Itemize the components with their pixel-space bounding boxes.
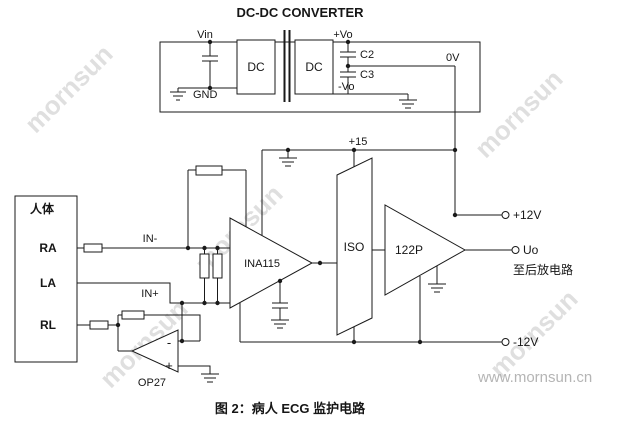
dc-module-1 bbox=[236, 39, 276, 95]
neg-vo-label: -Vo bbox=[338, 81, 355, 93]
patient-body-label: 人体 bbox=[30, 201, 55, 216]
terminal-minus12v bbox=[501, 338, 510, 346]
input-capacitor-icon bbox=[202, 42, 218, 88]
watermark-url: www.mornsun.cn bbox=[477, 369, 592, 386]
op27-label: OP27 bbox=[138, 377, 166, 389]
terminal-plus12v bbox=[501, 211, 510, 219]
lead-wires bbox=[77, 247, 230, 326]
pos-vo-label: +Vo bbox=[333, 29, 352, 41]
supply-rails: +15 bbox=[261, 66, 502, 236]
watermark-text: mornsun bbox=[19, 39, 119, 139]
neg-supply-wires bbox=[239, 276, 502, 343]
iso-label: ISO bbox=[344, 240, 365, 254]
junction-dots bbox=[115, 39, 458, 345]
op27-plus-input-label: + bbox=[165, 358, 173, 373]
op27-section: - + OP27 bbox=[117, 303, 219, 389]
plus15-label: +15 bbox=[349, 136, 368, 148]
dcdc-converter-section: Vin GND DC DC +Vo C2 C3 -Vo 0V bbox=[159, 29, 481, 113]
in-minus-label: IN- bbox=[143, 233, 158, 245]
ground-icon bbox=[428, 266, 446, 293]
op27-triangle bbox=[130, 329, 179, 373]
dc-module-2 bbox=[294, 39, 334, 95]
resistor-icon bbox=[195, 165, 223, 176]
ina115-triangle bbox=[229, 217, 314, 309]
ground-icon bbox=[279, 150, 297, 167]
iso-section: ISO bbox=[336, 157, 373, 336]
in-plus-label: IN+ bbox=[141, 288, 158, 300]
vin-label: Vin bbox=[197, 29, 213, 41]
ina115-section: INA115 bbox=[187, 165, 337, 329]
minus12v-label: -12V bbox=[513, 335, 538, 349]
amp-122p-label: 122P bbox=[395, 243, 423, 257]
op27-minus-input-label: - bbox=[167, 335, 171, 350]
diagram-title: DC-DC CONVERTER bbox=[236, 5, 364, 20]
decoupling-capacitor-icon bbox=[272, 281, 288, 320]
lead-rl-label: RL bbox=[40, 318, 56, 332]
resistor-icon bbox=[199, 253, 210, 279]
c2-label: C2 bbox=[360, 49, 374, 61]
op27-wires bbox=[117, 303, 211, 374]
ground-icon bbox=[399, 94, 417, 109]
plus12v-label: +12V bbox=[513, 208, 541, 222]
output-terminals: +12V Uo 至后放电路 -12V bbox=[501, 208, 573, 349]
resistor-icon bbox=[212, 253, 223, 279]
gain-resistor-wires bbox=[187, 169, 247, 248]
bias-resistor-wires bbox=[204, 248, 218, 303]
diagram-caption: 图 2：病人 ECG 监护电路 bbox=[215, 401, 366, 416]
zero-v-label: 0V bbox=[446, 52, 460, 64]
dc-module-1-label: DC bbox=[247, 60, 265, 74]
ground-icon bbox=[170, 88, 186, 101]
ground-icon bbox=[201, 373, 219, 383]
resistor-icon bbox=[121, 310, 145, 320]
amp-122p-section: 122P bbox=[239, 204, 512, 343]
dc-module-2-label: DC bbox=[305, 60, 323, 74]
supply-wires bbox=[261, 66, 502, 236]
lead-wiring: IN- IN+ bbox=[77, 233, 230, 330]
gnd-label: GND bbox=[193, 89, 218, 101]
patient-body-box bbox=[14, 195, 78, 363]
resistor-icon bbox=[89, 320, 109, 330]
c3-label: C3 bbox=[360, 69, 374, 81]
patient-body-section: 人体 RA LA RL bbox=[14, 195, 78, 363]
amp-122p-triangle bbox=[384, 204, 467, 296]
lead-ra-label: RA bbox=[39, 241, 57, 255]
transformer-core-icon bbox=[283, 30, 291, 102]
terminal-uo bbox=[511, 246, 520, 254]
uo-label: Uo bbox=[523, 243, 539, 257]
next-stage-label: 至后放电路 bbox=[513, 262, 573, 277]
watermark-text: mornsun bbox=[469, 64, 569, 164]
iso-block bbox=[336, 157, 373, 336]
ground-icon bbox=[271, 319, 289, 329]
lead-la-label: LA bbox=[40, 276, 56, 290]
resistor-icon bbox=[83, 243, 103, 253]
ina115-label: INA115 bbox=[244, 258, 280, 270]
